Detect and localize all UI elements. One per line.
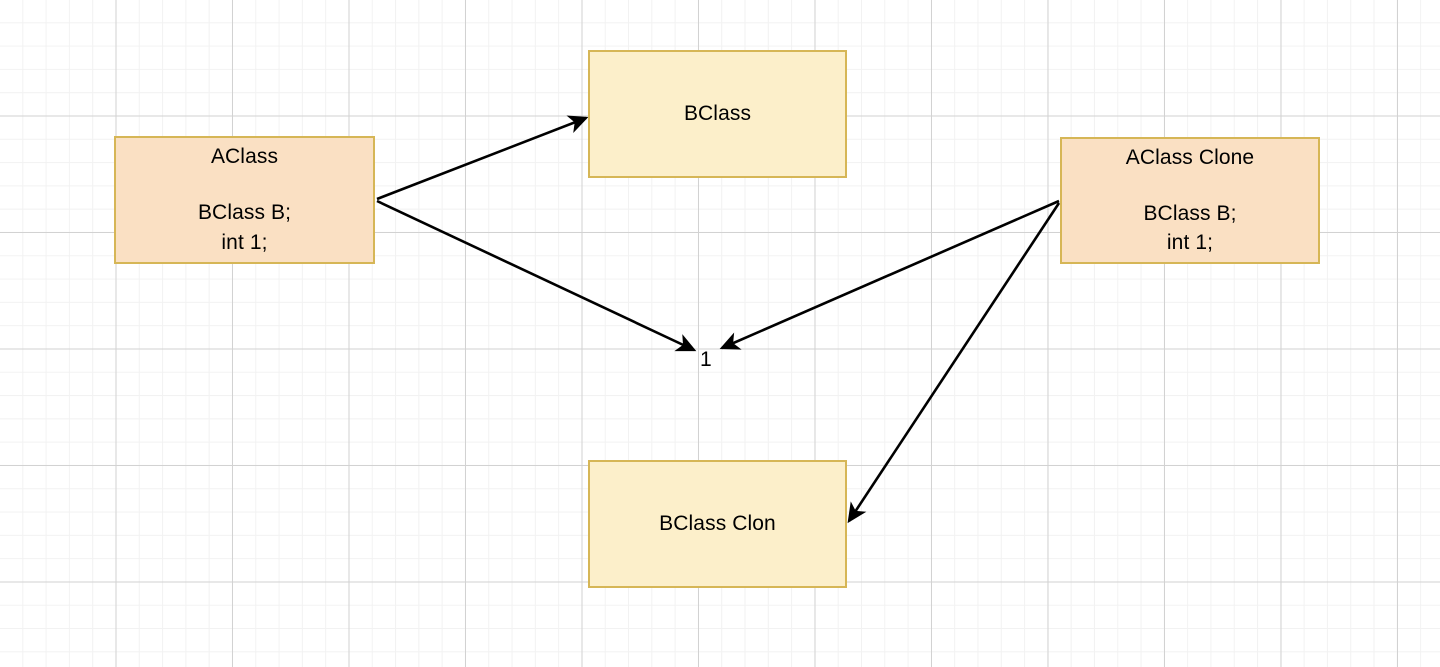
node-bclass[interactable]: BClass <box>588 50 847 178</box>
node-body-aclass: BClass B; int 1; <box>197 201 292 254</box>
edge-aclass-to-one <box>376 199 697 352</box>
node-title-aclass-clone: AClass Clone <box>1125 145 1255 169</box>
node-title-aclass: AClass <box>210 145 279 169</box>
edge-label-label-one: 1 <box>700 348 712 371</box>
edge-aclass-clone-to-bclass-clon <box>847 202 1061 524</box>
node-body-aclass-clone: BClass B; int 1; <box>1143 201 1237 255</box>
edge-aclass-to-bclass <box>376 115 589 201</box>
edge-aclass-clone-to-one <box>719 199 1060 350</box>
node-bclass-clon[interactable]: BClass Clon <box>588 460 847 588</box>
node-title-bclass-clon: BClass Clon <box>659 512 776 536</box>
node-title-bclass: BClass <box>683 102 752 126</box>
